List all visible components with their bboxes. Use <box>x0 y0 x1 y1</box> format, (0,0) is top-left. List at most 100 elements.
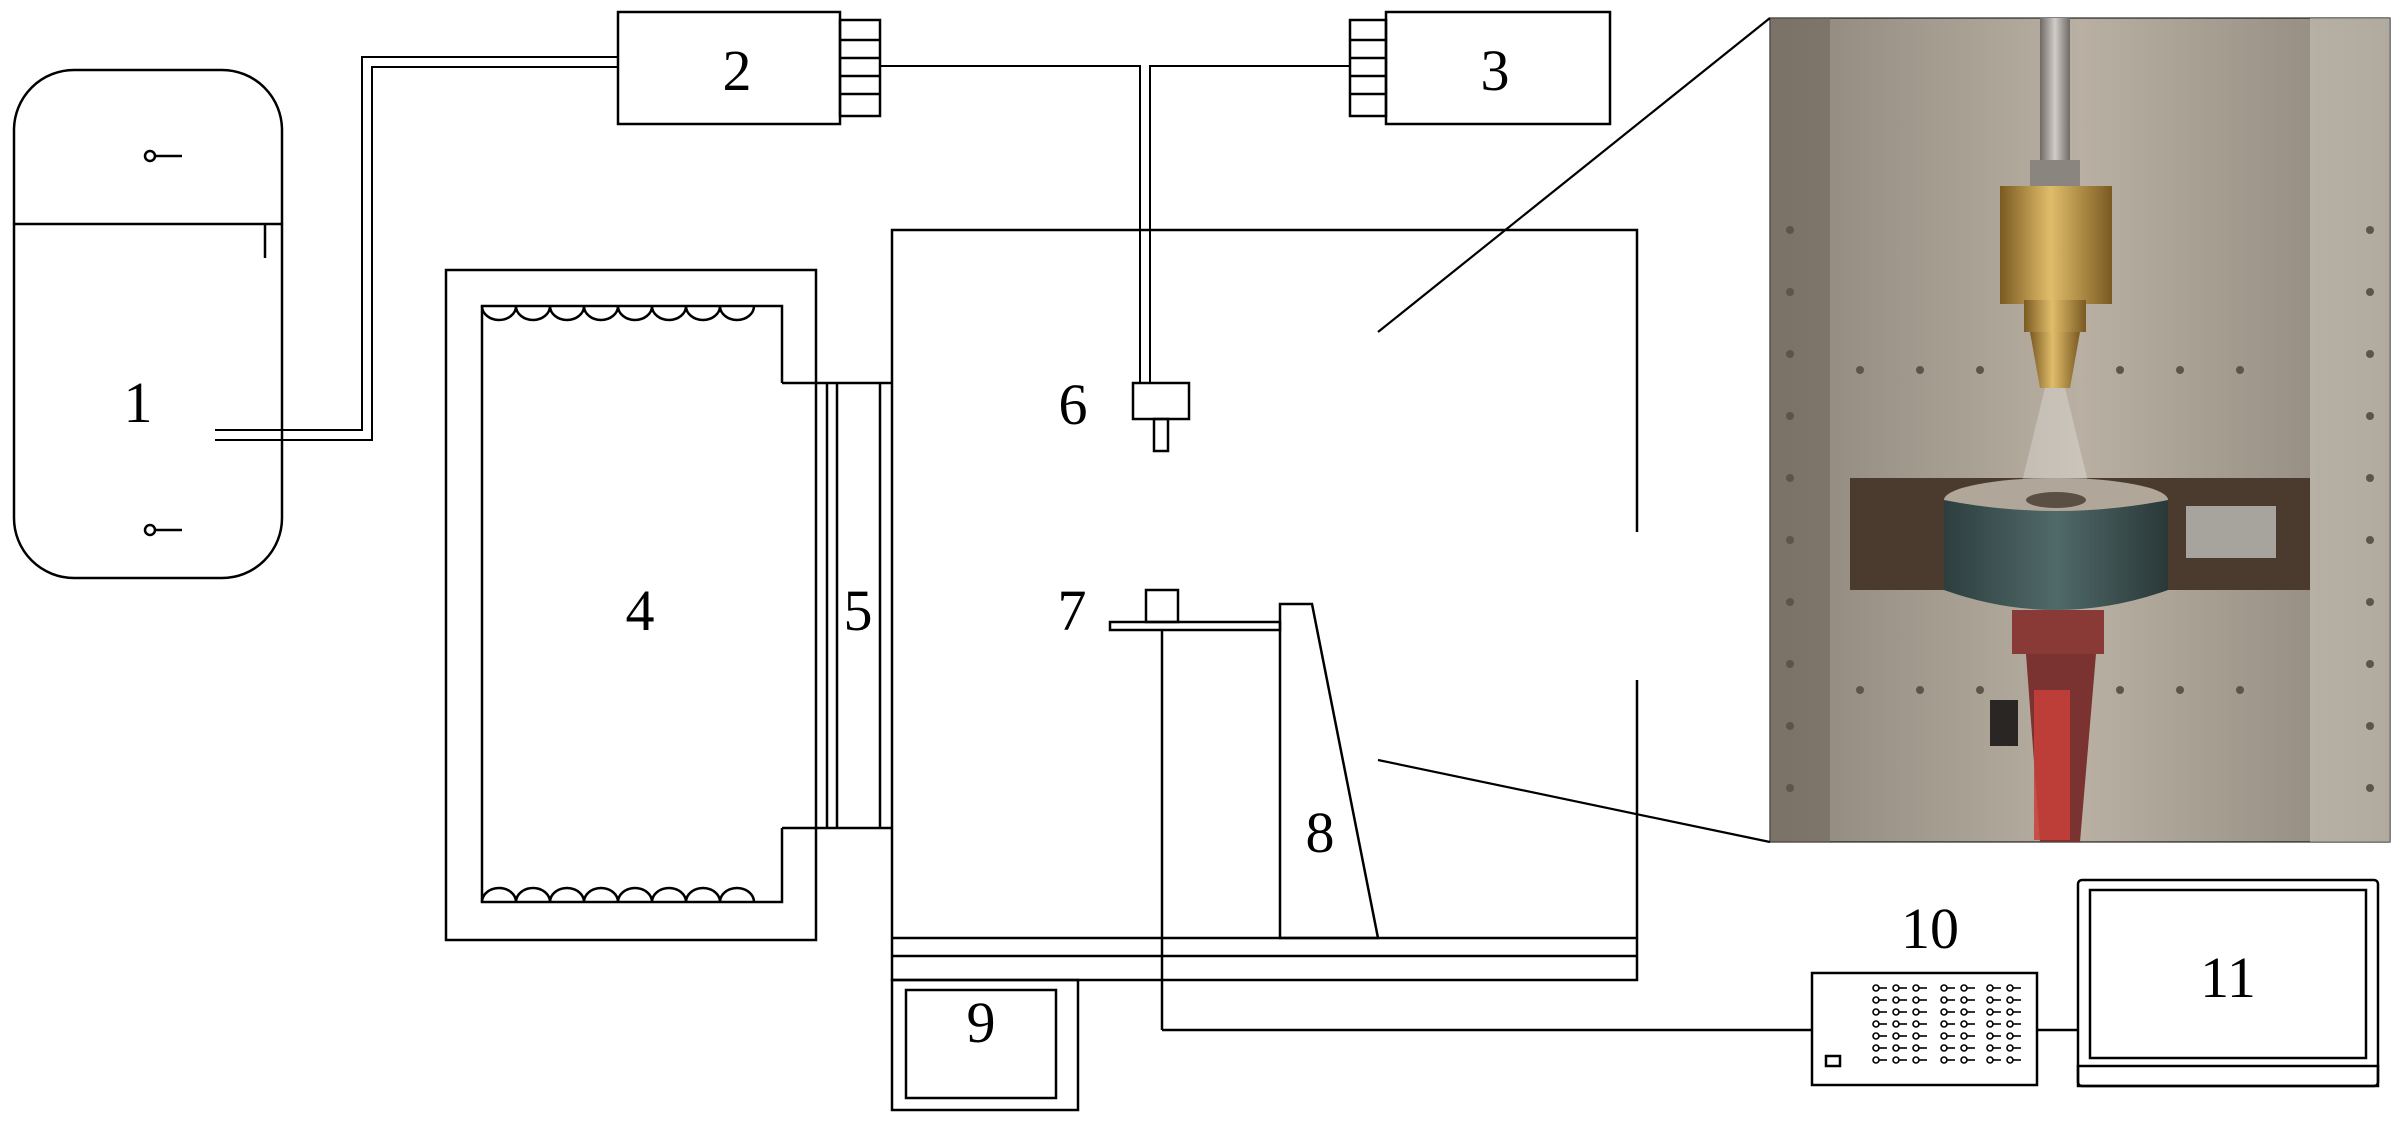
photo-rivet <box>1786 722 1794 730</box>
photo-left-panel <box>1770 18 1830 842</box>
logger-terminal <box>1872 1020 1880 1028</box>
logger-terminal <box>1872 984 1880 992</box>
component-5-duct <box>782 381 892 830</box>
photo-brass-nut <box>2024 300 2086 332</box>
label-11: 11 <box>2200 945 2256 1010</box>
label-1: 1 <box>124 370 153 435</box>
photo-rivet <box>1856 686 1864 694</box>
photo-rivet <box>2366 722 2374 730</box>
logger-terminal <box>1892 984 1900 992</box>
logger-terminal <box>1912 1056 1920 1064</box>
component-1-tank <box>12 68 284 580</box>
photo-rivet <box>2366 412 2374 420</box>
logger-terminal <box>1940 1020 1948 1028</box>
logger-terminal <box>2006 1008 2014 1016</box>
logger-terminal <box>1940 1032 1948 1040</box>
logger-terminal <box>1892 1032 1900 1040</box>
photo-rivet <box>2236 686 2244 694</box>
logger-terminal <box>1986 1032 1994 1040</box>
photo-rivet <box>1976 366 1984 374</box>
logger-terminal <box>1912 996 1920 1004</box>
photo-rivet <box>2366 536 2374 544</box>
photo-rivet <box>2366 226 2374 234</box>
label-3: 3 <box>1481 38 1510 103</box>
logger-terminal <box>1892 1056 1900 1064</box>
component-3-box <box>1348 10 1612 126</box>
label-4: 4 <box>626 578 655 643</box>
photo-sample-hole <box>2026 492 2086 508</box>
logger-terminal <box>1872 996 1880 1004</box>
photo-rivets <box>1786 226 2374 792</box>
photo-rivet <box>1786 536 1794 544</box>
logger-terminal <box>2006 996 2014 1004</box>
photo-rivet <box>1916 366 1924 374</box>
photo-rivet <box>2116 686 2124 694</box>
logger-terminal <box>1872 1008 1880 1016</box>
photo-collar <box>2030 160 2080 190</box>
heater-coil-bottom <box>480 886 756 903</box>
photo-inset <box>1769 17 2391 843</box>
photo-sample-body <box>1944 500 2168 610</box>
photo-rivet <box>1916 686 1924 694</box>
pipe-1-to-2 <box>215 56 618 441</box>
photo-rivet <box>1786 288 1794 296</box>
logger-terminal <box>1940 1044 1948 1052</box>
logger-terminal <box>1872 1032 1880 1040</box>
component-10-data-logger <box>1810 971 2039 1087</box>
logger-terminal <box>1960 1020 1968 1028</box>
photo-brass-block <box>2000 186 2112 304</box>
logger-terminal <box>1986 984 1994 992</box>
logger-terminal <box>1960 1008 1968 1016</box>
label-10: 10 <box>1901 896 1959 961</box>
logger-terminal <box>1986 1020 1994 1028</box>
logger-terminal <box>1912 1020 1920 1028</box>
logger-terminal <box>1986 1056 1994 1064</box>
label-7: 7 <box>1058 578 1087 643</box>
logger-terminal <box>1960 1056 1968 1064</box>
logger-terminal <box>1912 984 1920 992</box>
logger-terminal <box>1940 1056 1948 1064</box>
logger-terminal <box>1986 1008 1994 1016</box>
logger-terminal <box>1912 1044 1920 1052</box>
logger-terminal <box>2006 1056 2014 1064</box>
label-2: 2 <box>723 38 752 103</box>
logger-terminal <box>1912 1032 1920 1040</box>
logger-terminal <box>1940 996 1948 1004</box>
logger-terminal <box>1940 1008 1948 1016</box>
photo-slot-bracket <box>2186 506 2276 558</box>
component-4-furnace <box>444 268 818 942</box>
component-7-sample <box>1108 588 1282 1030</box>
photo-right-panel <box>2310 18 2390 842</box>
photo-rivet <box>2366 288 2374 296</box>
logger-terminal <box>1872 1056 1880 1064</box>
component-9-box <box>890 978 1080 1112</box>
photo-rivet <box>1786 784 1794 792</box>
label-9: 9 <box>967 990 996 1055</box>
label-5: 5 <box>844 578 873 643</box>
logger-terminal <box>1912 1008 1920 1016</box>
logger-terminal <box>1892 1020 1900 1028</box>
photo-rivet <box>2116 366 2124 374</box>
logger-terminal <box>1986 996 1994 1004</box>
logger-terminals <box>1872 984 2021 1064</box>
photo-rivet <box>1786 226 1794 234</box>
logger-terminal <box>1960 984 1968 992</box>
component-2-controller <box>616 10 882 126</box>
component-11-computer <box>2076 878 2380 1088</box>
photo-rivet <box>2366 350 2374 358</box>
logger-terminal <box>1872 1044 1880 1052</box>
photo-spray <box>2020 388 2090 490</box>
photo-rivet <box>1786 412 1794 420</box>
line-2-3-to-nozzle <box>880 65 1350 383</box>
photo-rivet <box>1786 474 1794 482</box>
photo-rivet <box>2366 598 2374 606</box>
zoom-lines <box>1377 17 1771 844</box>
photo-rivet <box>2366 474 2374 482</box>
logger-terminal <box>1940 984 1948 992</box>
photo-rivet <box>2236 366 2244 374</box>
photo-rivet <box>2176 366 2184 374</box>
label-8: 8 <box>1306 800 1335 865</box>
logger-terminal <box>1960 1044 1968 1052</box>
